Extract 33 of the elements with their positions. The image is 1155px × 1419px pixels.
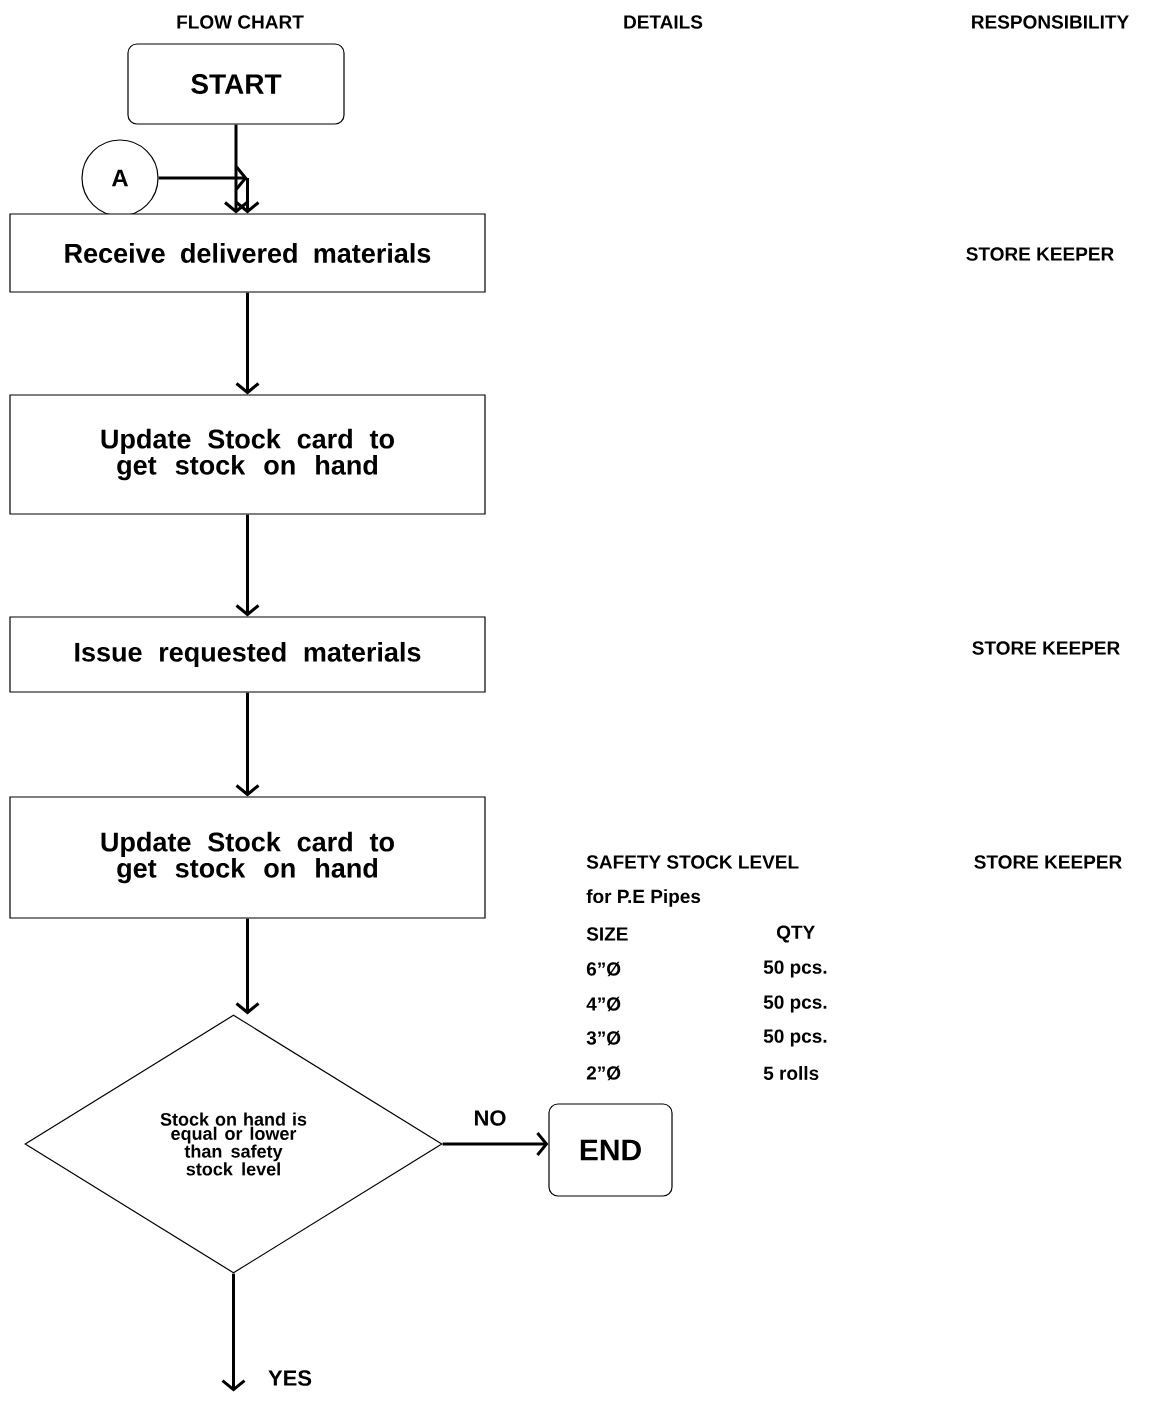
arrow [221,1273,246,1392]
table-cell: 50 pcs. [763,995,827,1013]
terminal-box: END [548,1103,673,1197]
table-cell: 4”Ø [586,996,621,1012]
responsibility-text: STORE KEEPER [966,247,1114,261]
table-header: QTY [777,925,815,943]
responsibility-text: STORE KEEPER [972,641,1120,655]
arrow [158,166,260,214]
responsibility-text: STORE KEEPER [974,855,1122,869]
column-heading: RESPONSIBILITY [972,15,1129,29]
table-cell: 5 rolls [763,1066,819,1080]
arrow [235,514,260,617]
table-cell: 2”Ø [586,1065,621,1081]
table-heading: for P.E Pipes [586,889,701,907]
table-header: SIZE [586,927,628,941]
table-cell: 3”Ø [586,1030,621,1046]
edge-label: YES [266,1368,314,1388]
arrow [224,124,248,214]
terminal-box: START [127,43,345,125]
table-heading: SAFETY STOCK LEVEL [586,855,799,869]
arrow [235,692,260,797]
column-heading: DETAILS [624,15,703,29]
arrow [235,292,260,395]
table-cell: 50 pcs. [763,960,827,978]
process-box: Receive delivered materials [9,213,486,293]
process-box: Update Stock card to get stock on hand [9,394,486,515]
arrow [235,918,260,1015]
edge-label: NO [471,1108,509,1128]
arrow [442,1132,549,1156]
process-box: Update Stock card to get stock on hand [9,796,486,919]
table-cell: 6”Ø [586,961,621,977]
process-box: Issue requested materials [9,616,486,693]
table-cell: 50 pcs. [763,1029,827,1047]
